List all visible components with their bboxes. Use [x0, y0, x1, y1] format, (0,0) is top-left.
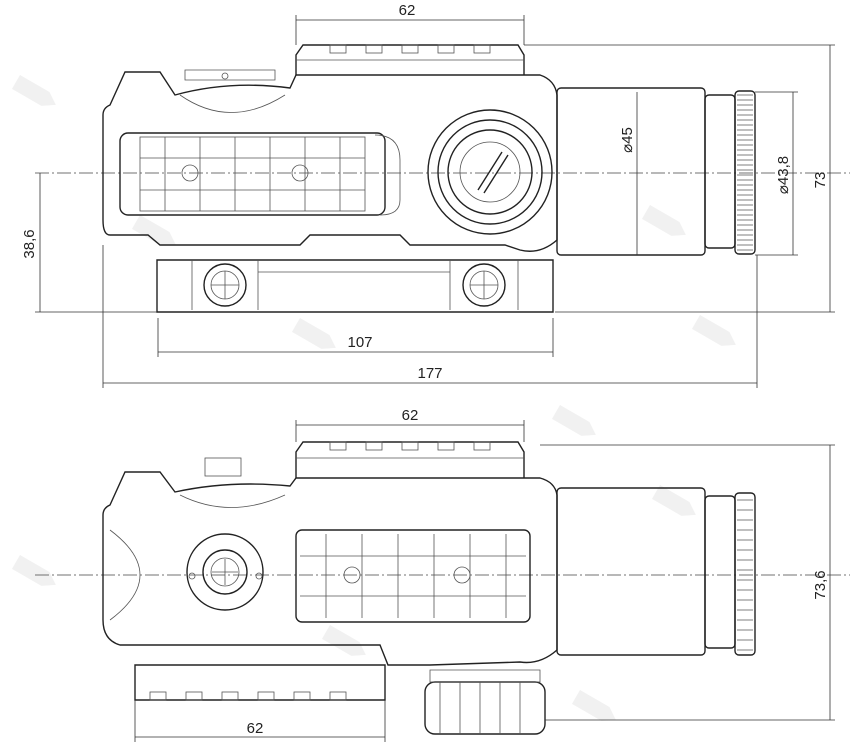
housing: [102, 471, 558, 666]
bottom-knob: [424, 681, 546, 735]
dim-d43-8: ⌀43,8: [775, 156, 792, 194]
dim-177: 177: [417, 365, 442, 382]
mount-base: [156, 259, 554, 313]
dim-107: 107: [347, 334, 372, 351]
top-view: [35, 15, 850, 388]
dim-rail-62-top: 62: [402, 407, 419, 424]
turret: [186, 533, 264, 611]
eyepiece-ring: [704, 94, 736, 249]
bottom-view: [35, 420, 850, 742]
dim-rail-62: 62: [399, 2, 416, 19]
knurled-ring: [734, 90, 756, 255]
dim-73: 73: [812, 172, 829, 189]
side-rail: [119, 132, 386, 216]
center-rail: [295, 529, 531, 623]
eyepiece-ring: [704, 495, 736, 649]
watermarks: [12, 75, 736, 721]
dim-38-6: 38,6: [21, 229, 38, 258]
adjustment-knob: [427, 109, 553, 235]
bottom-rail: [134, 664, 386, 701]
housing: [102, 71, 558, 252]
dim-rail-62-bottom: 62: [247, 720, 264, 737]
tac-era-logo: [203, 263, 506, 307]
dim-73-6: 73,6: [812, 570, 829, 599]
knurled-ring: [734, 492, 756, 656]
dim-d45: ⌀45: [619, 127, 636, 153]
